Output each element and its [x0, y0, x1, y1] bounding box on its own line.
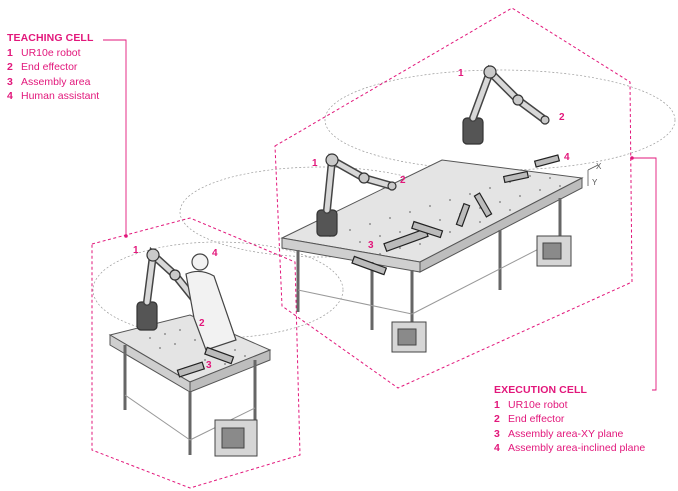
legend-item: 1 UR10e robot: [494, 398, 645, 413]
legend-item-label: End effector: [508, 413, 565, 426]
human-assistant: [185, 253, 237, 351]
legend-item: 4 Assembly area-inclined plane: [494, 441, 645, 456]
execution-cell-title: EXECUTION CELL: [494, 384, 587, 396]
legend-item: 2 End effector: [494, 412, 645, 427]
teaching-cell-title: TEACHING CELL: [7, 32, 94, 44]
legend-item-num: 4: [7, 90, 13, 103]
legend-item: 2 End effector: [7, 60, 99, 75]
teaching-cell-outline: [91, 217, 301, 489]
callout-teach-4: 4: [212, 248, 218, 259]
legend-item-label: Assembly area-XY plane: [508, 427, 624, 440]
teaching-cell-legend: TEACHING CELL 1 UR10e robot 2 End effector…: [7, 31, 99, 104]
legend-item-num: 3: [494, 427, 500, 440]
y-axis-label: Y: [592, 178, 598, 187]
legend-item-num: 1: [7, 46, 13, 59]
leader-dots: [124, 156, 634, 238]
control-boxes: [214, 235, 572, 457]
legend-item-label: UR10e robot: [508, 398, 568, 411]
legend-item-label: End effector: [21, 61, 78, 74]
leader-lines: [103, 39, 657, 391]
robot-exec-left: [316, 153, 397, 237]
legend-item: 4 Human assistant: [7, 89, 99, 104]
callout-teach-2: 2: [199, 318, 205, 329]
legend-item-label: Human assistant: [21, 90, 100, 103]
assembly-pieces: [176, 154, 561, 378]
callout-teach-1: 1: [133, 245, 139, 256]
legend-item-label: Assembly area-inclined plane: [508, 442, 646, 455]
callout-exec-robot-right-1: 1: [458, 68, 464, 79]
legend-item-num: 1: [494, 398, 500, 411]
execution-cell-outline: [274, 7, 633, 389]
x-axis-label: X: [596, 162, 602, 171]
callout-exec-area-3: 3: [368, 240, 374, 251]
legend-item: 3 Assembly area: [7, 75, 99, 90]
legend-item-num: 2: [494, 413, 500, 426]
legend-item-label: Assembly area: [21, 75, 91, 88]
callout-exec-robot-right-2: 2: [559, 112, 565, 123]
legend-item-num: 2: [7, 61, 13, 74]
callout-exec-area-4: 4: [564, 152, 570, 163]
execution-cell-legend: EXECUTION CELL 1 UR10e robot 2 End effecto…: [494, 383, 645, 456]
legend-item-num: 3: [7, 75, 13, 88]
legend-item: 1 UR10e robot: [7, 46, 99, 61]
callout-exec-robot-left-1: 1: [312, 158, 318, 169]
teaching-table: [108, 314, 272, 455]
legend-item-num: 4: [494, 442, 500, 455]
robot-exec-right: [462, 64, 550, 145]
legend-item-label: UR10e robot: [21, 46, 81, 59]
legend-item: 3 Assembly area-XY plane: [494, 427, 645, 442]
robot-teaching: [136, 246, 199, 331]
xy-axes: [587, 164, 599, 186]
callout-exec-robot-left-2: 2: [400, 175, 406, 186]
callout-teach-3: 3: [206, 360, 212, 371]
